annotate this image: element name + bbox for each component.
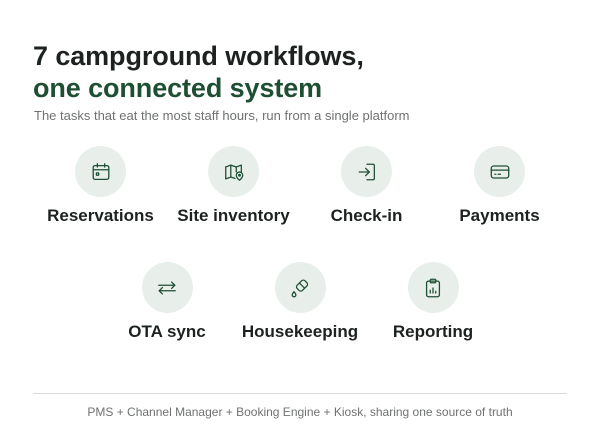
workflow-label: Reservations [47,206,154,225]
footer-divider [33,393,567,394]
sign-in-icon [341,146,392,197]
workflow-item-reservations: Reservations [34,146,167,226]
workflow-item-reporting: Reporting [367,262,500,342]
workflow-item-check-in: Check-in [300,146,433,226]
footer-caption: PMS + Channel Manager + Booking Engine +… [87,405,513,419]
workflow-label: Site inventory [177,206,290,225]
workflow-label: Reporting [392,322,474,341]
workflow-label: Payments [459,206,540,225]
workflow-label: Housekeeping [241,322,359,341]
clipboard-chart-icon [407,262,459,313]
credit-card-icon [474,146,525,197]
workflow-item-payments: Payments [433,146,566,226]
workflow-label: OTA sync [128,322,206,341]
title-line-1: 7 campground workflows, [33,41,364,71]
map-pin-icon [208,146,259,197]
page-title: 7 campground workflows, one connected sy… [33,40,364,104]
workflow-item-ota-sync: OTA sync [101,262,234,342]
calendar-icon [75,146,126,197]
workflow-row-1: Reservations Site inventory Check-in [0,146,600,226]
swap-arrows-icon [141,262,193,313]
spray-bottle-icon [274,262,326,313]
page-subtitle: The tasks that eat the most staff hours,… [34,108,410,123]
workflow-item-housekeeping: Housekeeping [234,262,367,342]
workflow-item-site-inventory: Site inventory [167,146,300,226]
workflow-label: Check-in [330,206,403,225]
title-line-2: one connected system [33,73,323,103]
workflow-row-2: OTA sync Housekeeping Reporting [0,262,600,342]
